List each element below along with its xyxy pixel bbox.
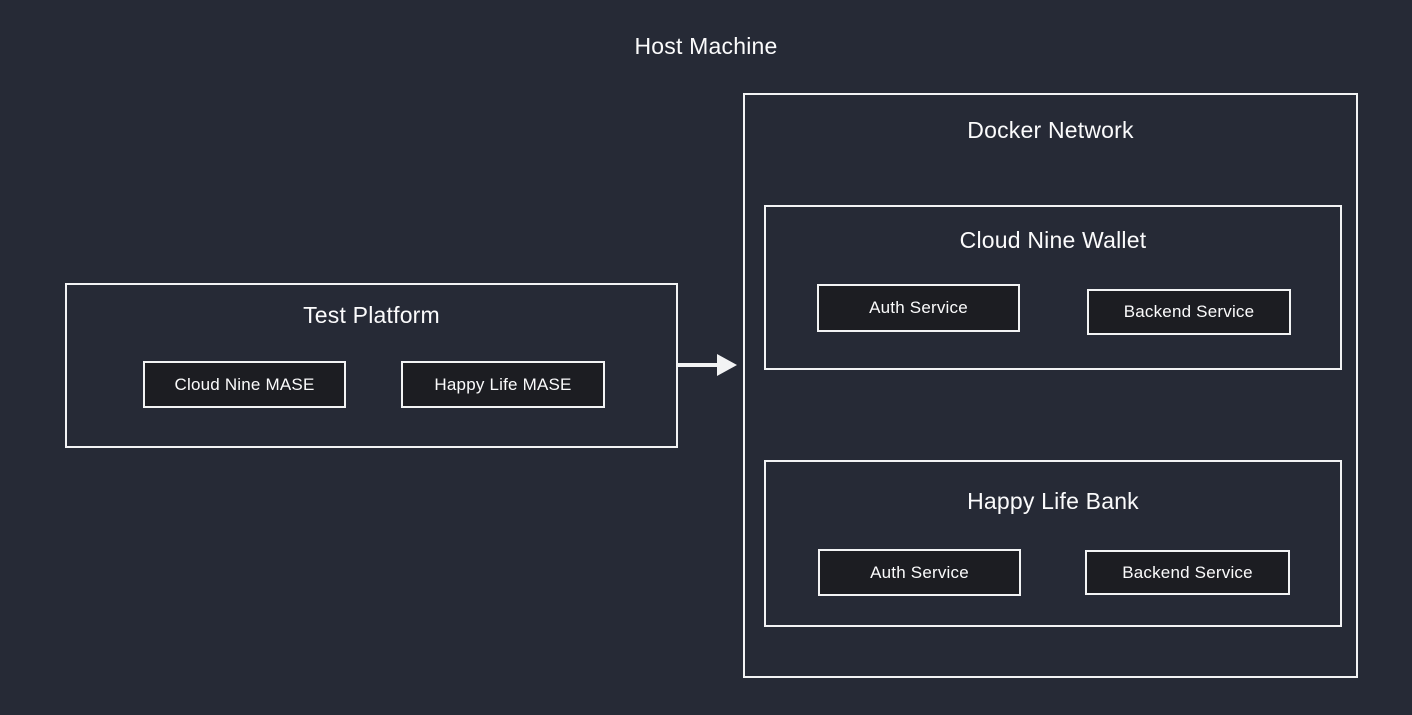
arrow-shaft bbox=[678, 363, 720, 367]
backend-service-label: Backend Service bbox=[1123, 302, 1255, 321]
happy-life-mase-node: Happy Life MASE bbox=[401, 361, 605, 408]
docker-network-box: Docker Network Cloud Nine Wallet Auth Se… bbox=[743, 93, 1358, 678]
cloud-nine-wallet-auth-service-node: Auth Service bbox=[817, 284, 1020, 332]
backend-service-label: Backend Service bbox=[1122, 562, 1253, 582]
happy-life-bank-box: Happy Life Bank Auth Service Backend Ser… bbox=[764, 460, 1342, 627]
cloud-nine-mase-label: Cloud Nine MASE bbox=[174, 374, 315, 394]
test-platform-box: Test Platform Cloud Nine MASE Happy Life… bbox=[65, 283, 678, 448]
happy-life-bank-label: Happy Life Bank bbox=[967, 488, 1139, 514]
happy-life-bank-backend-service-node: Backend Service bbox=[1085, 550, 1290, 595]
arrow-head-icon bbox=[717, 354, 737, 376]
cloud-nine-wallet-box: Cloud Nine Wallet Auth Service Backend S… bbox=[764, 205, 1342, 370]
cloud-nine-wallet-backend-service-node: Backend Service bbox=[1087, 289, 1291, 335]
test-platform-label: Test Platform bbox=[303, 302, 440, 328]
host-machine-title: Host Machine bbox=[634, 33, 778, 59]
arrow-test-platform-to-docker-network bbox=[678, 354, 737, 376]
auth-service-label: Auth Service bbox=[869, 298, 968, 317]
happy-life-bank-auth-service-node: Auth Service bbox=[818, 549, 1021, 596]
cloud-nine-wallet-label: Cloud Nine Wallet bbox=[959, 227, 1147, 253]
cloud-nine-mase-node: Cloud Nine MASE bbox=[143, 361, 346, 408]
happy-life-mase-label: Happy Life MASE bbox=[434, 374, 572, 394]
auth-service-label: Auth Service bbox=[870, 562, 969, 582]
docker-network-label: Docker Network bbox=[967, 117, 1134, 143]
